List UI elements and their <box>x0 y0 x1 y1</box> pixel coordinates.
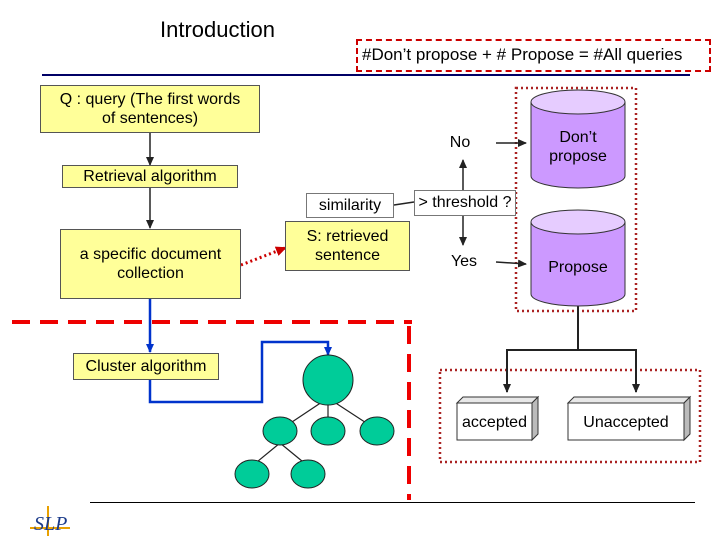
yes-to-propose-arrow <box>495 259 527 268</box>
branch-unaccepted <box>578 349 640 393</box>
results-frame <box>438 368 702 464</box>
cylinders-frame <box>514 86 638 313</box>
dont-propose-cylinder <box>530 89 626 189</box>
tree-node <box>234 459 270 489</box>
similarity-to-threshold-line <box>393 201 415 206</box>
accepted-label: accepted <box>462 414 527 431</box>
threshold-box: > threshold ? <box>414 190 516 216</box>
yes-label: Yes <box>450 253 478 270</box>
query-box: Q : query (The first words of sentences) <box>40 85 260 133</box>
equation-text: #Don’t propose + # Propose = #All querie… <box>362 45 683 64</box>
collection-to-sentence-arrow <box>240 246 287 267</box>
tree-node <box>310 416 346 446</box>
slide-title: Introduction <box>160 17 275 42</box>
similarity-box: similarity <box>306 193 394 218</box>
retrieved-sentence-box: S: retrieved sentence <box>285 221 410 271</box>
equation-box <box>356 39 711 72</box>
accepted-box-3d <box>455 395 540 442</box>
unaccepted-box-3d <box>566 395 692 442</box>
header-rule <box>42 74 690 76</box>
cluster-tree <box>234 354 395 489</box>
branch-accepted <box>503 349 578 393</box>
no-label: No <box>449 134 471 151</box>
retrieval-algorithm-box: Retrieval algorithm <box>62 165 238 188</box>
unaccepted-label: Unaccepted <box>583 414 669 431</box>
tree-node <box>262 416 298 446</box>
svg-text:SLP: SLP <box>34 513 67 535</box>
cluster-to-tree-arrow <box>148 340 332 404</box>
tree-node <box>290 459 326 489</box>
tree-root-node <box>302 354 354 406</box>
tree-node <box>359 416 395 446</box>
dont-propose-label: Don’t propose <box>549 129 607 165</box>
propose-cylinder <box>530 209 626 307</box>
footer-rule <box>90 502 695 503</box>
document-collection-box: a specific document collection <box>60 229 241 299</box>
propose-label: Propose <box>548 259 608 276</box>
cluster-algorithm-box: Cluster algorithm <box>73 353 219 380</box>
slp-logo-icon: SLP <box>28 504 72 538</box>
